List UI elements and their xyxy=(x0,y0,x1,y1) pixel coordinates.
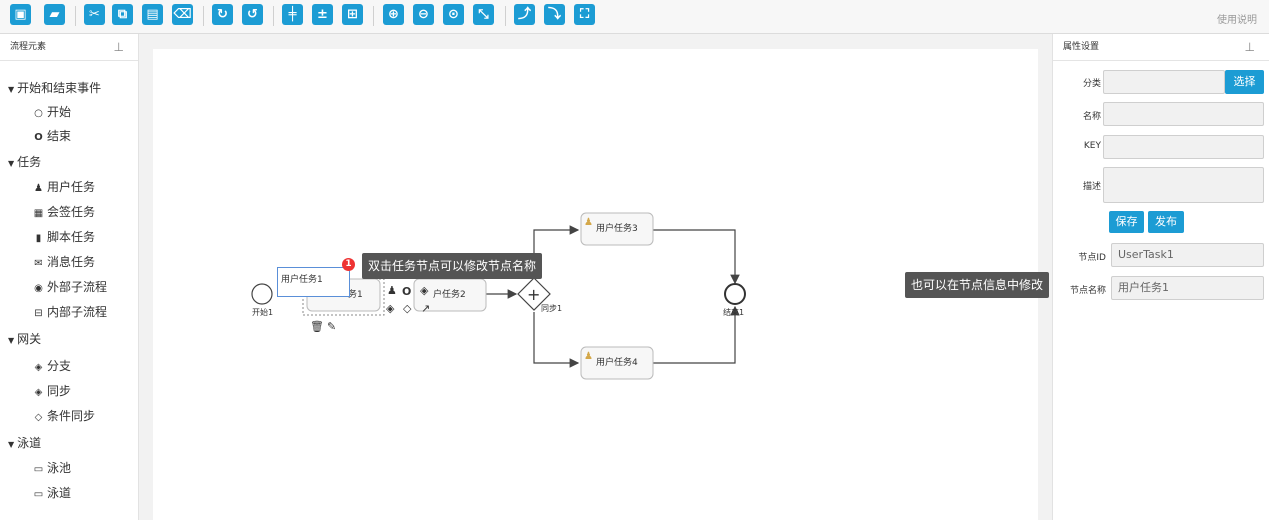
category-field[interactable] xyxy=(1103,70,1225,94)
toolbar: ▣ ▰ ✂ ⧉ ▤ ⌫ ↻ ↺ ╪ ± ⊞ ⊕ ⊖ ⊙ ⤡ ⤴ ⤵ ⛶ 使用说明 xyxy=(0,0,1269,34)
open-folder-icon[interactable]: ▰ xyxy=(44,4,65,25)
group-task[interactable]: ▼任务 xyxy=(8,155,42,169)
group-gateway[interactable]: ▼网关 xyxy=(8,332,42,346)
properties-panel: 属性设置 ⊥ 分类 选择 名称 KEY 描述 保存 发布 节点ID UserTa… xyxy=(1052,34,1269,520)
canvas-area xyxy=(139,34,1052,520)
toolbar-separator xyxy=(505,6,506,26)
circle-outline-icon: ○ xyxy=(34,108,43,119)
key-field[interactable] xyxy=(1103,135,1264,159)
publish-button[interactable]: 发布 xyxy=(1148,211,1184,233)
diamond-circle-icon: ◇ xyxy=(34,412,43,423)
node-name-field[interactable]: 用户任务1 xyxy=(1111,276,1264,300)
chevron-down-icon: ▼ xyxy=(8,159,15,168)
element-user-task[interactable]: ♟用户任务 xyxy=(32,178,95,195)
node-id-label: 节点ID xyxy=(1078,253,1106,263)
delete-icon[interactable]: ⌫ xyxy=(172,4,193,25)
element-script-task[interactable]: ▮脚本任务 xyxy=(32,228,95,245)
zoom-actual-icon[interactable]: ⊙ xyxy=(443,4,464,25)
zoom-in-icon[interactable]: ⊕ xyxy=(383,4,404,25)
table-icon: ▦ xyxy=(33,208,44,219)
chevron-down-icon: ▼ xyxy=(8,440,15,449)
elements-panel-title: 流程元素 xyxy=(10,42,47,52)
save-button[interactable]: 保存 xyxy=(1109,211,1144,233)
fullscreen-icon[interactable]: ⛶ xyxy=(574,4,595,25)
toolbar-separator xyxy=(273,6,274,26)
node-name-label: 节点名称 xyxy=(1069,286,1106,296)
zoom-out-icon[interactable]: ⊖ xyxy=(413,4,434,25)
external-subprocess-icon: ◉ xyxy=(34,283,43,294)
chevron-down-icon: ▼ xyxy=(8,336,15,345)
description-label: 描述 xyxy=(1082,182,1101,192)
toolbar-separator xyxy=(75,6,76,26)
properties-panel-header: 属性设置 ⊥ xyxy=(1053,34,1269,61)
zoom-fit-icon[interactable]: ⤡ xyxy=(473,4,494,25)
pin-icon[interactable]: ⊥ xyxy=(113,40,124,54)
copy-icon[interactable]: ⧉ xyxy=(112,4,133,25)
help-link[interactable]: 使用说明 xyxy=(1217,15,1257,26)
group-swimlane[interactable]: ▼泳道 xyxy=(8,436,42,450)
element-conditional-sync[interactable]: ◇条件同步 xyxy=(32,407,95,424)
element-lane[interactable]: ▭泳道 xyxy=(33,486,72,500)
process-name-field[interactable] xyxy=(1103,102,1264,126)
paste-icon[interactable]: ▤ xyxy=(142,4,163,25)
cut-icon[interactable]: ✂ xyxy=(84,4,105,25)
hint-tooltip-2: 也可以在节点信息中修改 xyxy=(905,272,1050,298)
element-inner-subprocess[interactable]: ⊟内部子流程 xyxy=(32,303,107,320)
lane-icon: ▭ xyxy=(33,489,44,500)
pool-icon: ▭ xyxy=(33,464,44,475)
chevron-down-icon: ▼ xyxy=(8,85,15,94)
toolbar-separator xyxy=(203,6,204,26)
circle-bold-icon: O xyxy=(34,132,43,143)
name-label: 名称 xyxy=(1082,112,1101,122)
same-size-icon[interactable]: ⊞ xyxy=(342,4,363,25)
properties-panel-title: 属性设置 xyxy=(1063,42,1100,52)
node-id-field[interactable]: UserTask1 xyxy=(1111,243,1264,267)
hint-tooltip-1: 双击任务节点可以修改节点名称 xyxy=(362,253,543,279)
envelope-icon: ✉ xyxy=(34,258,43,269)
group-start-end[interactable]: ▼开始和结束事件 xyxy=(8,81,102,95)
category-label: 分类 xyxy=(1082,79,1101,89)
undo-icon[interactable]: ↺ xyxy=(242,4,263,25)
task1-name-editor[interactable]: 用户任务1 xyxy=(277,267,350,297)
user-icon: ♟ xyxy=(34,183,43,194)
elements-panel-header: 流程元素 ⊥ xyxy=(0,34,138,61)
key-label: KEY xyxy=(1083,141,1101,151)
element-message-task[interactable]: ✉消息任务 xyxy=(32,253,95,270)
save-icon[interactable]: ▣ xyxy=(10,4,31,25)
description-field[interactable] xyxy=(1103,167,1264,203)
diamond-branch-icon: ◈ xyxy=(34,362,43,373)
element-start[interactable]: ○开始 xyxy=(32,103,71,120)
align-center-icon[interactable]: ╪ xyxy=(282,4,303,25)
route-alt-icon[interactable]: ⤵ xyxy=(544,4,565,25)
element-external-subprocess[interactable]: ◉外部子流程 xyxy=(32,278,107,295)
diamond-plus-icon: ◈ xyxy=(34,387,43,398)
element-pool[interactable]: ▭泳池 xyxy=(33,461,72,475)
pin-icon[interactable]: ⊥ xyxy=(1244,40,1255,54)
inner-subprocess-icon: ⊟ xyxy=(34,308,43,319)
step-badge-1: 1 xyxy=(342,258,355,271)
script-icon: ▮ xyxy=(35,233,42,244)
toolbar-separator xyxy=(373,6,374,26)
select-category-button[interactable]: 选择 xyxy=(1225,70,1264,94)
redo-icon[interactable]: ↻ xyxy=(212,4,233,25)
align-middle-icon[interactable]: ± xyxy=(312,4,333,25)
element-sync[interactable]: ◈同步 xyxy=(32,382,71,399)
element-branch[interactable]: ◈分支 xyxy=(32,357,71,374)
route-icon[interactable]: ⤴ xyxy=(514,4,535,25)
element-countersign-task[interactable]: ▦会签任务 xyxy=(33,205,96,219)
